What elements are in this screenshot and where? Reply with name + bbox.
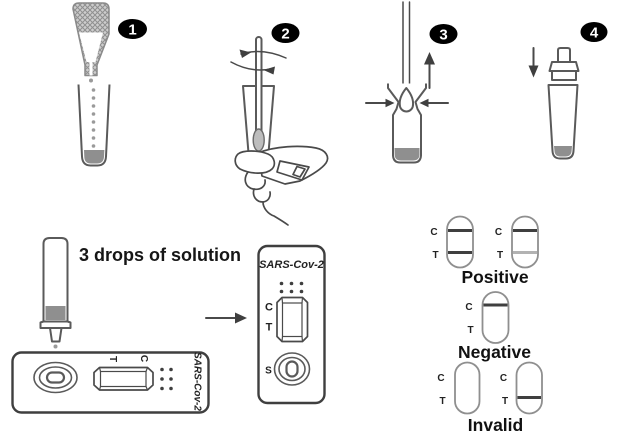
t-label: T (497, 250, 503, 261)
dropper-tube-icon (39, 237, 72, 343)
test-cassette-vertical: SARS-Cov-2 C T S (257, 244, 326, 405)
result-window-capsule (454, 361, 481, 415)
step-3-number: 3 (439, 27, 447, 44)
squeeze-right-arrow-icon (419, 98, 449, 108)
test-cassette-horizontal: T C SARS-Cov-2 (11, 351, 210, 414)
t-label: T (439, 396, 445, 407)
step-3-illustration: 3 (365, 1, 458, 164)
step-1-number: 1 (128, 22, 136, 39)
c-line (513, 229, 537, 232)
step-1-badge (118, 19, 147, 39)
large-cassette-t-label: T (266, 322, 273, 334)
c-label: C (430, 227, 437, 238)
tube (387, 83, 427, 164)
c-line (483, 303, 508, 307)
step-2-badge (271, 23, 300, 43)
pull-up-arrow-icon (424, 52, 435, 89)
squeeze-left-arrow-icon (365, 98, 395, 108)
result-window (276, 296, 309, 343)
drops-caption: 3 drops of solution (79, 245, 241, 265)
tube-liquid (394, 148, 420, 161)
result-window (93, 366, 154, 391)
invalid-result: C T C T Invalid (437, 361, 543, 435)
t-line-faint (513, 251, 537, 254)
swab-tip (398, 87, 415, 113)
grip-dots (279, 281, 304, 294)
c-label: C (465, 302, 472, 313)
result-window-capsule (481, 291, 510, 344)
t-label: T (467, 325, 473, 336)
step-4-badge (580, 22, 608, 42)
drop-trail (91, 88, 96, 148)
step-4-number: 4 (590, 25, 599, 42)
results-legend: C T C T Positive C T Negative C T C T (430, 215, 543, 435)
t-label: T (432, 250, 438, 261)
t-label: T (502, 396, 508, 407)
c-label: C (495, 227, 502, 238)
swab-tip (252, 128, 265, 152)
negative-label: Negative (458, 342, 531, 362)
push-down-arrow-icon (528, 47, 539, 78)
holding-hand-icon (234, 145, 329, 226)
step-1-illustration: 1 (72, 2, 147, 167)
extraction-tube (77, 84, 111, 167)
small-cassette-c-label: C (138, 355, 149, 362)
large-cassette-brand: SARS-Cov-2 (259, 259, 324, 271)
tube-liquid (554, 146, 572, 157)
t-line (517, 396, 541, 399)
c-label: C (500, 373, 507, 384)
small-cassette-t-label: T (107, 356, 118, 362)
large-cassette-s-label: S (265, 366, 272, 377)
positive-label: Positive (461, 267, 528, 287)
large-cassette-c-label: C (265, 302, 273, 314)
dropper-cap-icon (548, 47, 580, 81)
result-window-capsule (511, 215, 539, 269)
rotate-arrows-icon (230, 49, 287, 75)
result-window-capsule (515, 361, 543, 415)
tube-liquid (84, 150, 105, 164)
dispense-illustration: 3 drops of solution (11, 237, 326, 414)
t-line (448, 251, 472, 254)
step-4-illustration: 4 (528, 22, 608, 160)
result-arrow-icon (205, 312, 247, 324)
step-3-badge (429, 24, 458, 44)
positive-result: C T C T Positive (430, 215, 539, 287)
step-2-illustration: 2 (230, 23, 329, 226)
c-label: C (437, 373, 444, 384)
drop-dot (89, 78, 93, 83)
buffer-bottle-cavity (79, 32, 103, 76)
small-cassette-brand: SARS-Cov-2 (192, 352, 203, 411)
invalid-label: Invalid (468, 415, 523, 435)
tube (547, 84, 579, 160)
grip-dots (160, 367, 173, 391)
c-line (448, 229, 472, 232)
step-2-number: 2 (281, 26, 289, 43)
negative-result: C T Negative (458, 291, 531, 362)
result-window-capsule (446, 215, 474, 269)
